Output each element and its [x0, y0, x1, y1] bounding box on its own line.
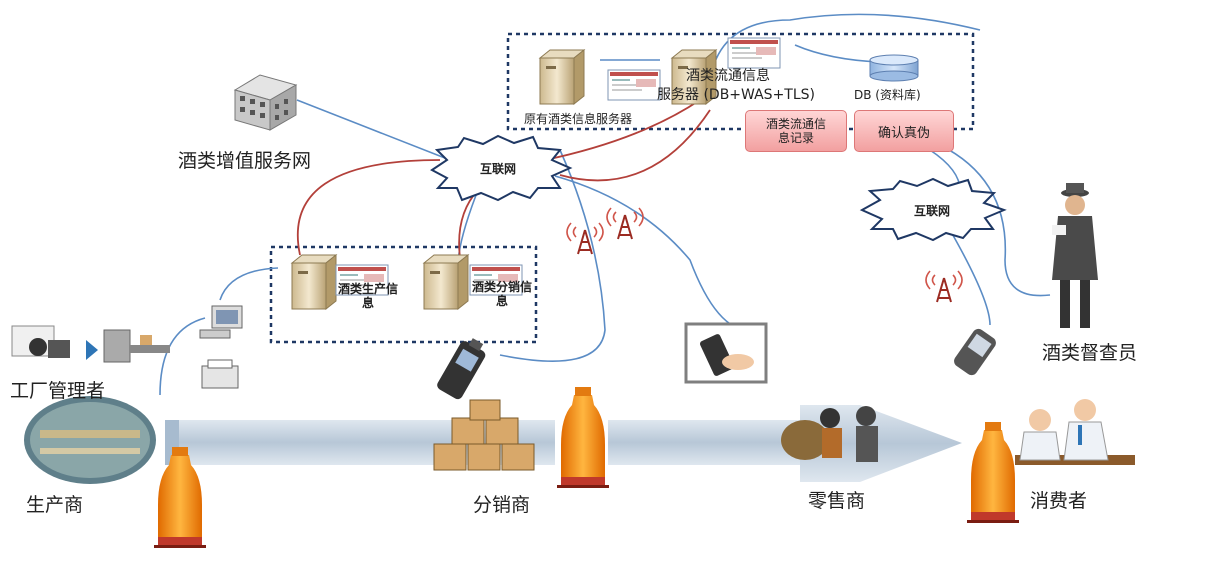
distribution-server-icon — [423, 254, 469, 310]
consumer-icon — [1015, 399, 1135, 465]
flow-server-label: 酒类流通信息 — [686, 68, 770, 84]
verify-text: 确认真伪 — [877, 125, 930, 141]
flow-record-text: 酒类流通信息记录 — [765, 117, 826, 145]
flow-server-label-2: 服务器 (DB+WAS+TLS) — [657, 87, 815, 103]
printer-icon — [201, 359, 239, 389]
distributor-label: 分销商 — [473, 494, 531, 516]
database-icon — [869, 54, 919, 82]
server-group-box — [506, 32, 975, 131]
consumer-label: 消费者 — [1030, 490, 1088, 512]
production-server-icon — [291, 254, 337, 310]
inspector-icon — [1052, 183, 1098, 328]
internet-cloud-icon — [430, 134, 573, 202]
red-links — [296, 99, 711, 259]
mobile-phone-icon — [954, 328, 996, 376]
monitor-icon — [727, 37, 781, 69]
signal-tower-icon — [925, 270, 963, 303]
bottle-icon — [967, 422, 1019, 523]
old-server-icon — [539, 49, 585, 105]
retailer-label: 零售商 — [808, 490, 866, 512]
scanner-icon — [437, 338, 486, 400]
old-server-label: 原有酒类信息服务器 — [524, 112, 633, 126]
distribution-info-label: 酒类分销信息 — [471, 280, 532, 308]
info-group-box — [269, 245, 538, 344]
card-payment-photo — [684, 322, 768, 384]
monitor-icon — [607, 69, 661, 101]
internet-right-label: 互联网 — [914, 204, 951, 218]
computer-icon — [199, 305, 243, 339]
manager-icon — [11, 325, 170, 363]
signal-tower-icon — [566, 222, 604, 255]
verify-box: 确认真伪 — [854, 110, 954, 152]
bottle-icon — [557, 387, 609, 488]
factory-manager-label: 工厂管理者 — [10, 380, 106, 402]
value-added-net-label: 酒类增值服务网 — [178, 150, 312, 172]
building-icon — [233, 74, 298, 131]
inspector-label: 酒类督查员 — [1042, 342, 1138, 364]
internet-cloud-icon — [859, 177, 1007, 242]
internet-main-label: 互联网 — [480, 162, 517, 176]
retailer-icon — [781, 406, 878, 462]
flow-record-box: 酒类流通信息记录 — [745, 110, 847, 152]
producer-label: 生产商 — [26, 494, 84, 516]
boxes-icon — [433, 399, 535, 471]
production-info-label: 酒类生产信息 — [337, 282, 398, 310]
factory-photo — [24, 396, 156, 484]
db-label: DB (资料库) — [854, 88, 921, 102]
